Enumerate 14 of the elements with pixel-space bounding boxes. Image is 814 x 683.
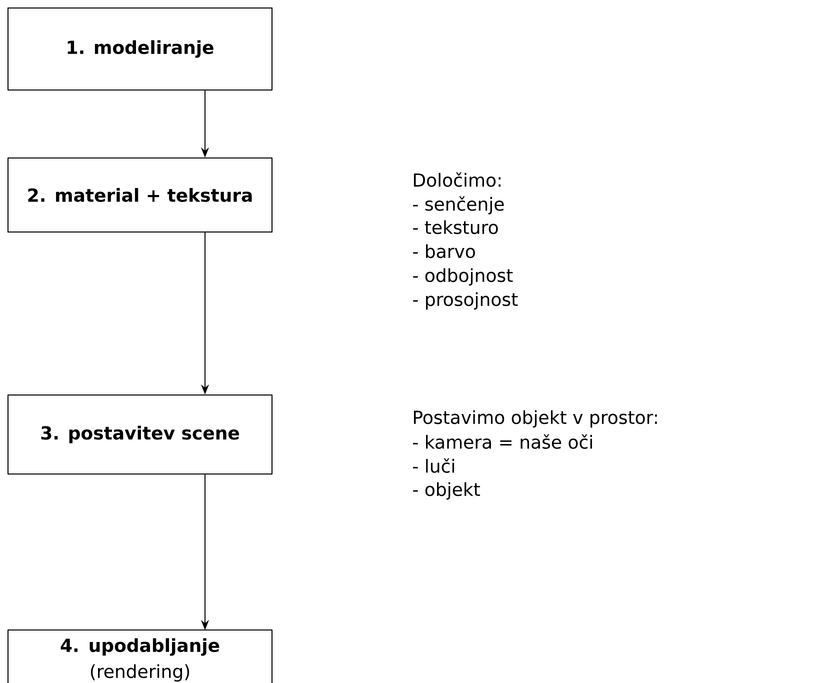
side-note: Določimo: <box>414 172 501 187</box>
side-note: - senčenje <box>413 196 504 214</box>
process-box: 1. modeliranje <box>8 8 272 90</box>
side-note: - objekt <box>413 482 480 500</box>
side-note: - luči <box>413 458 454 473</box>
process-box: 2. material + tekstura <box>8 158 272 232</box>
side-note: Postavimo objekt v prostor: <box>414 410 657 428</box>
side-note: - kamera = naše oči <box>413 434 592 449</box>
side-note: - teksturo <box>413 220 498 234</box>
process-box: 4. upodabljanje (rendering) <box>8 630 272 683</box>
side-note: - barvo <box>413 244 475 258</box>
side-note: - odbojnost <box>413 268 513 286</box>
process-box: 3. postavitev scene <box>8 394 272 474</box>
side-note: - prosojnost <box>413 292 518 310</box>
